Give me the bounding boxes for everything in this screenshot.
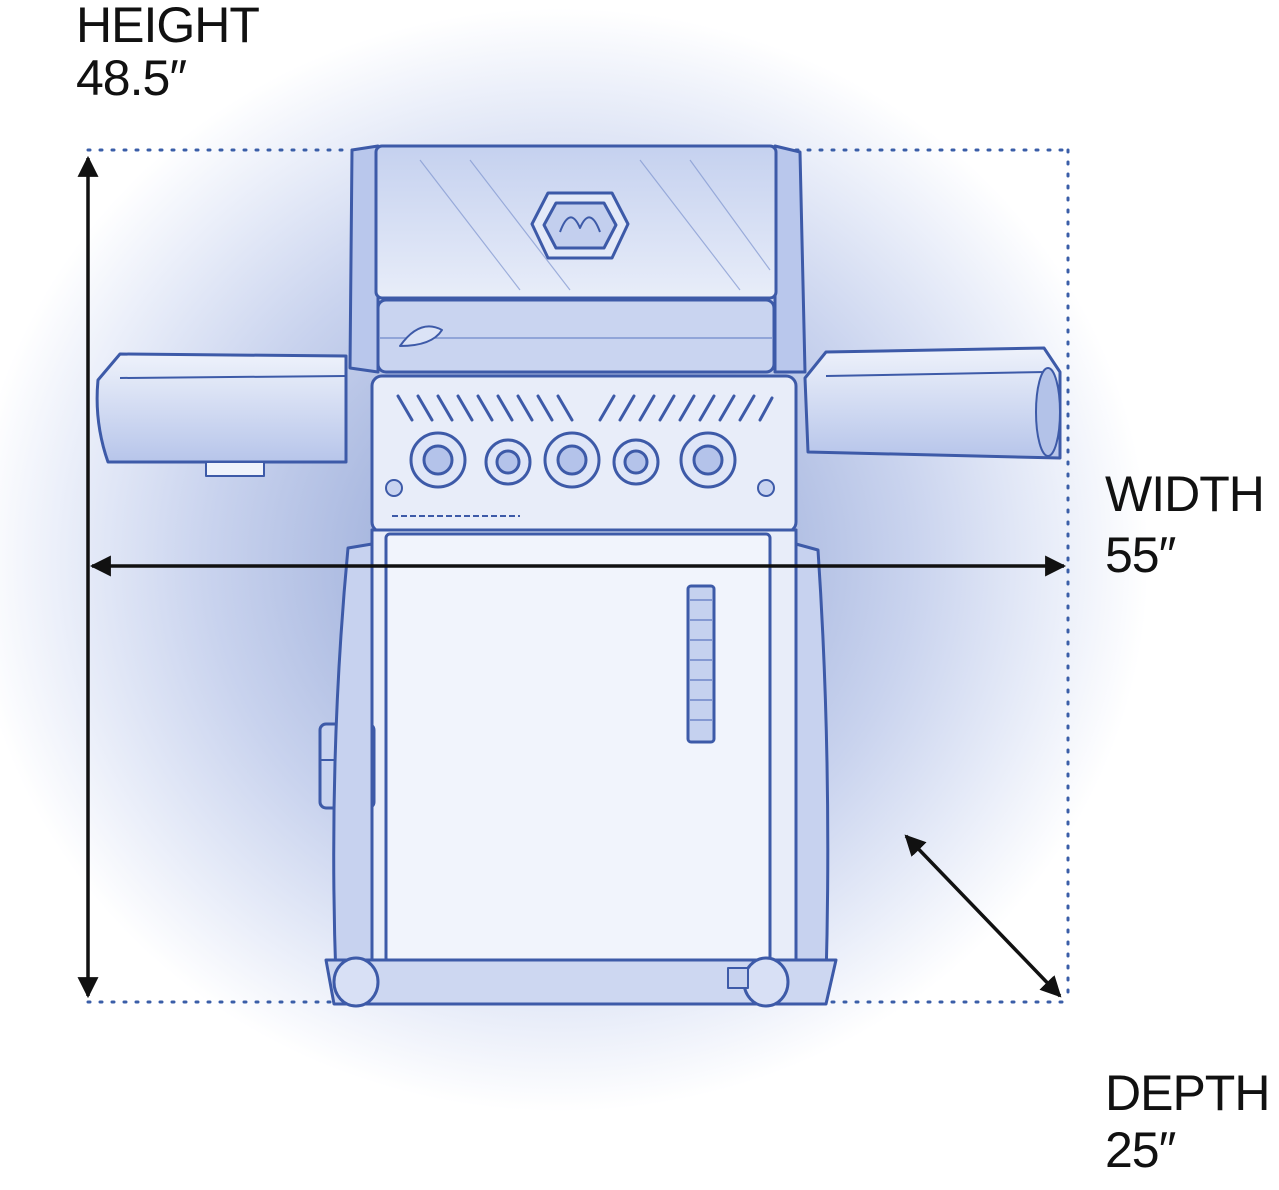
depth-value: 25″ [1105,1122,1176,1178]
dimension-arrows [77,155,1067,999]
height-label: HEIGHT [76,0,260,53]
gas-grill-sketch-icon [95,144,1062,1008]
height-value: 48.5″ [76,50,187,106]
width-label: WIDTH [1105,466,1265,522]
dotted-bounding-box [86,148,1070,1004]
width-value: 55″ [1105,527,1176,583]
brand-flame-logo-icon [530,191,630,260]
depth-arrow [904,834,1062,998]
depth-label: DEPTH [1105,1065,1270,1121]
